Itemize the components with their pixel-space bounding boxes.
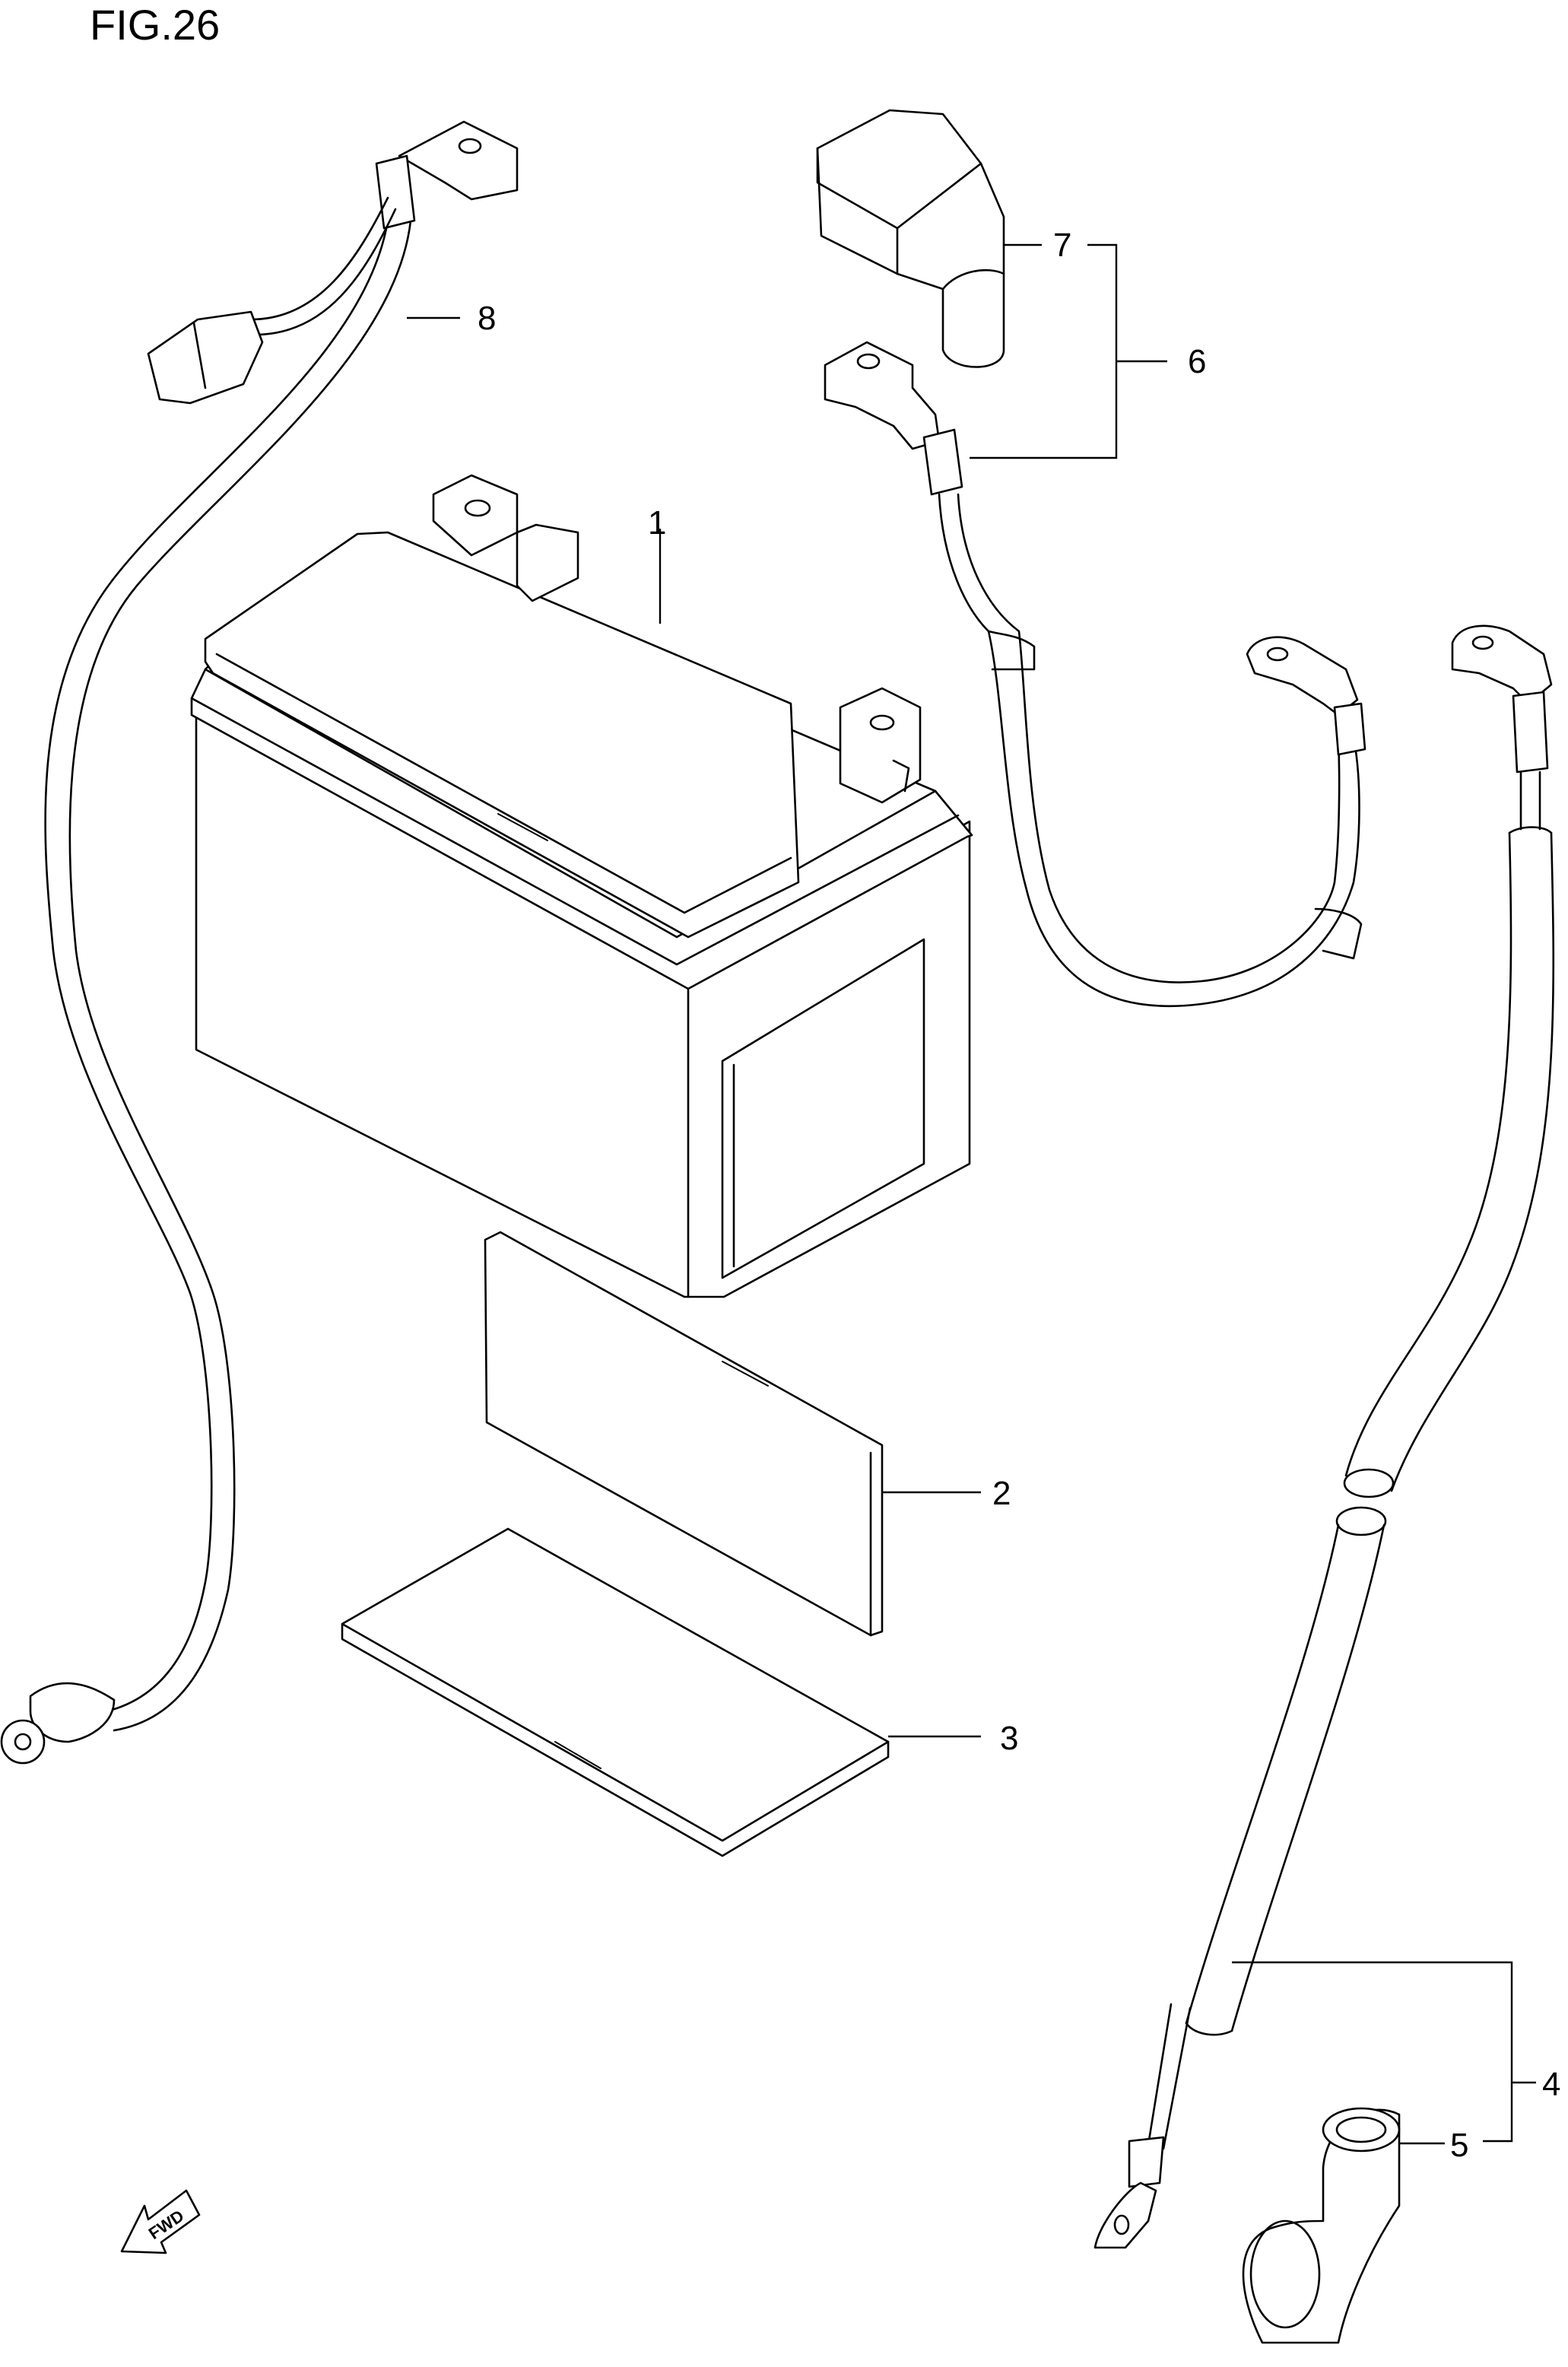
wiring-harness-lead <box>0 120 519 1765</box>
terminal-boot <box>1242 2107 1401 2344</box>
battery-negative-lead <box>1093 624 1555 2249</box>
terminal-cover <box>816 109 1005 368</box>
callout-8: 8 <box>478 300 496 337</box>
callout-3: 3 <box>1000 1720 1018 1757</box>
callout-4: 4 <box>1542 2066 1560 2103</box>
figure-title: FIG.26 <box>90 1 220 49</box>
arrow-left-down-icon: FWD <box>120 2189 201 2254</box>
callout-7: 7 <box>1053 227 1071 264</box>
battery-positive-lead <box>824 341 1366 1008</box>
callout-5: 5 <box>1450 2127 1468 2164</box>
callout-1: 1 <box>648 504 666 542</box>
battery <box>190 474 973 1298</box>
callout-6: 6 <box>1188 343 1206 380</box>
leader-lines <box>407 243 1536 2145</box>
battery-pad-upper <box>484 1231 884 1637</box>
callout-2: 2 <box>992 1475 1011 1512</box>
battery-pad-lower <box>341 1527 890 1857</box>
